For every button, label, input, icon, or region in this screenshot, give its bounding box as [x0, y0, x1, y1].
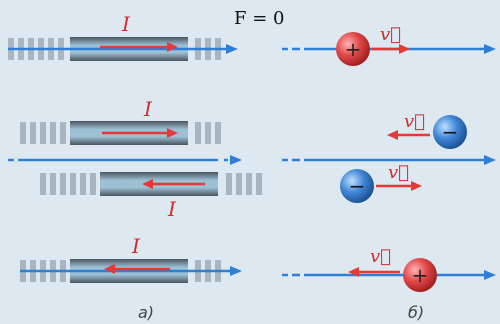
current-label: I [143, 97, 153, 121]
charge-row-1: + v⃗ [282, 24, 496, 66]
charge-sign: − [349, 174, 366, 198]
velocity-arrowhead [411, 181, 422, 191]
current-label: I [131, 234, 141, 258]
velocity-arrowhead [399, 44, 410, 54]
positive-charge [336, 32, 370, 66]
caption-left: а) [138, 303, 154, 322]
current-label: I [121, 12, 131, 36]
current-arrowhead [142, 179, 153, 189]
velocity-arrowhead [387, 130, 398, 140]
beam-arrowhead [230, 266, 242, 276]
wire-segments-left [20, 122, 66, 144]
velocity-arrowhead [348, 267, 359, 277]
current-label: I [167, 197, 177, 221]
wire-row-1: I [8, 12, 238, 61]
velocity-label: v⃗ [380, 24, 401, 45]
wire-segments-right [226, 173, 262, 195]
beam-arrowhead [484, 44, 496, 54]
charge-sign: + [345, 37, 362, 61]
wire-row-4: I [20, 234, 242, 283]
current-arrowhead [167, 42, 178, 52]
current-arrowhead [167, 128, 178, 138]
charge-row-2: − v⃗ [387, 111, 467, 149]
charge-row-4: + v⃗ [282, 246, 496, 292]
velocity-label: v⃗ [370, 246, 391, 267]
positive-charge [403, 258, 437, 292]
wire-segments-left [40, 173, 96, 195]
wire-row-2: I [20, 97, 221, 145]
caption-right: б) [408, 303, 424, 322]
wire-segments-right [195, 122, 221, 144]
shared-beam-right [282, 155, 496, 165]
beam-arrowhead [226, 44, 238, 54]
charge-row-3: − v⃗ [340, 162, 422, 203]
charge-sign: − [442, 120, 459, 144]
wire-row-3: I [40, 172, 262, 221]
velocity-label: v⃗ [388, 162, 409, 183]
beam-arrowhead [484, 270, 496, 280]
velocity-label: v⃗ [404, 111, 425, 132]
force-label: F = 0 [234, 8, 284, 29]
shared-beam [8, 155, 242, 165]
current-arrowhead [104, 264, 115, 274]
negative-charge [340, 169, 374, 203]
negative-charge [433, 115, 467, 149]
charge-sign: + [412, 263, 429, 287]
